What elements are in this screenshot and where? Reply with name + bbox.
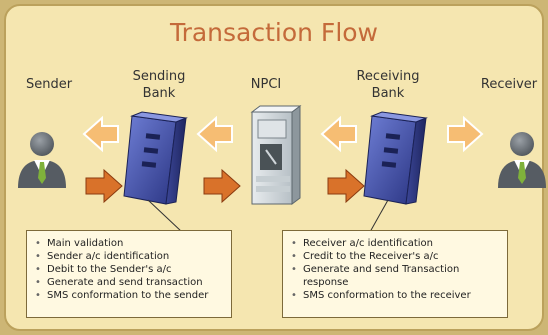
sending-bank-step: Generate and send transaction <box>31 276 227 289</box>
forward-arrow-npci-to-receiving-bank <box>327 168 365 204</box>
receiving-bank-step: Generate and send Transaction response <box>287 263 503 289</box>
forward-arrow-sending-bank-to-npci <box>203 168 241 204</box>
return-arrow-sending-bank-to-sender <box>82 115 119 153</box>
sending-bank-server-icon <box>123 111 188 205</box>
return-arrow-group <box>82 115 484 153</box>
forward-arrow-group <box>85 168 365 204</box>
sending-bank-step: SMS conformation to the sender <box>31 289 227 302</box>
label-receiver: Receiver <box>470 76 548 93</box>
receiver-person-icon <box>498 132 546 188</box>
return-arrow-receiving-bank-to-npci <box>320 115 357 153</box>
return-arrow-npci-to-sending-bank <box>196 115 233 153</box>
sending-bank-steps-box: Main validation Sender a/c identificatio… <box>26 230 232 318</box>
box-left-leader-line <box>147 199 183 233</box>
receiving-bank-step: Credit to the Receiver's a/c <box>287 250 503 263</box>
sending-bank-step: Sender a/c identification <box>31 250 227 263</box>
receiving-bank-steps-box: Receiver a/c identification Credit to th… <box>282 230 508 318</box>
receiving-bank-server-icon <box>363 111 428 205</box>
label-npci-text: NPCI <box>250 77 282 92</box>
label-npci: NPCI <box>236 76 296 93</box>
forward-arrow-sender-to-sending-bank <box>85 168 123 204</box>
label-receiving-bank-line-1: Receiving <box>356 69 420 84</box>
label-sending-bank-line-1: Sending <box>132 69 186 84</box>
receiving-bank-step: SMS conformation to the receiver <box>287 289 503 302</box>
receiving-bank-steps-list: Receiver a/c identification Credit to th… <box>287 237 503 302</box>
sending-bank-step: Debit to the Sender's a/c <box>31 263 227 276</box>
label-sender-text: Sender <box>25 77 73 92</box>
return-arrow-receiving-bank-to-receiver <box>447 115 484 153</box>
label-receiver-text: Receiver <box>480 77 538 92</box>
box-right-leader-line <box>369 199 389 233</box>
label-sender: Sender <box>18 76 80 93</box>
label-receiving-bank: Receiving Bank <box>334 68 442 102</box>
receiving-bank-step: Receiver a/c identification <box>287 237 503 250</box>
sending-bank-steps-list: Main validation Sender a/c identificatio… <box>31 237 227 302</box>
label-receiving-bank-line-2: Bank <box>371 86 405 101</box>
npci-switch-icon <box>250 105 302 205</box>
label-sending-bank-line-2: Bank <box>142 86 176 101</box>
diagram-title: Transaction Flow <box>169 18 379 47</box>
sending-bank-step: Main validation <box>31 237 227 250</box>
sender-person-icon <box>18 132 66 188</box>
label-sending-bank: Sending Bank <box>114 68 204 102</box>
